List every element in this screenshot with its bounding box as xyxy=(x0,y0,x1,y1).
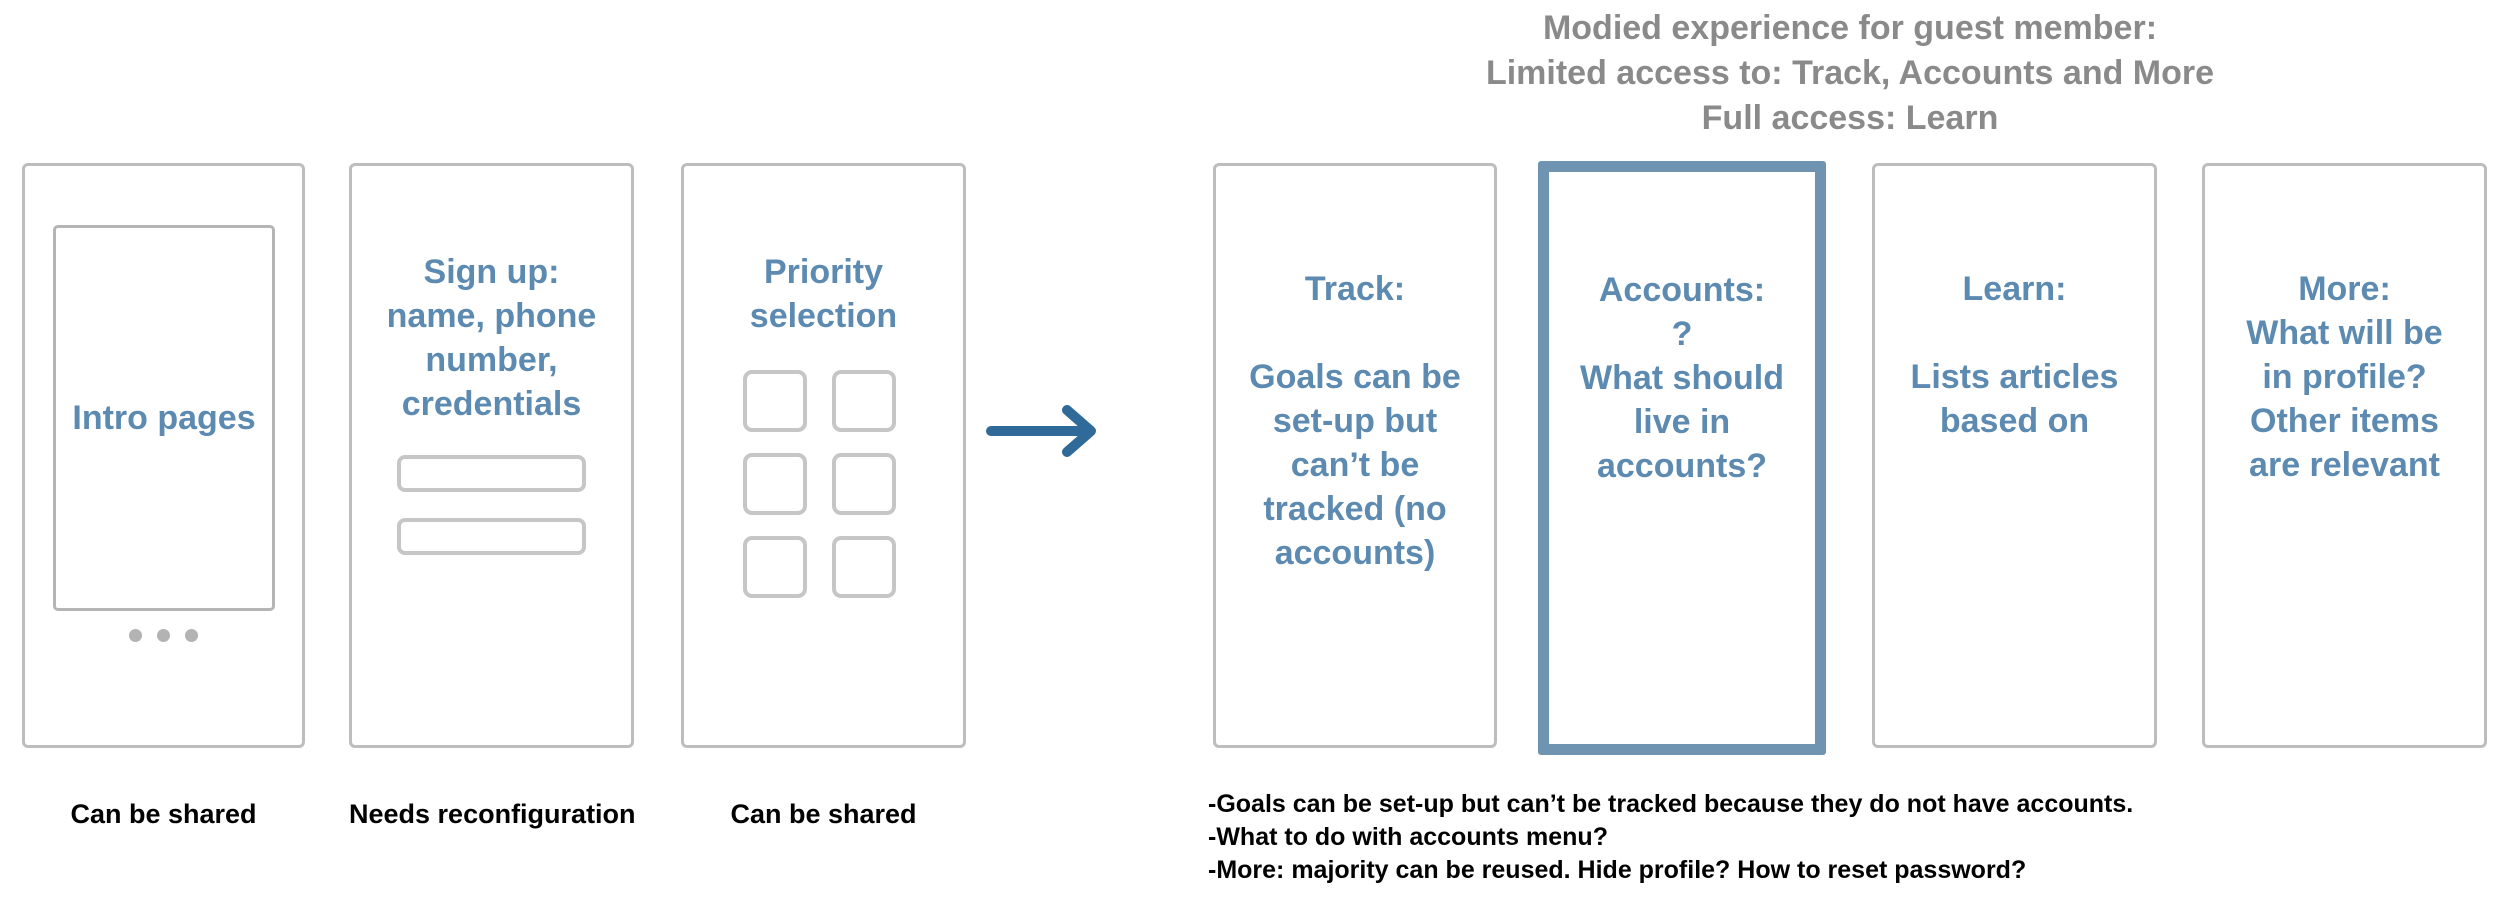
signup-title-line: name, phone xyxy=(386,297,597,335)
priority-grid xyxy=(743,370,896,598)
carousel-dot-icon xyxy=(129,629,142,642)
track-screen-text: Track: Goals can be set-up but can’t be … xyxy=(1216,267,1494,575)
accounts-text-line: ? xyxy=(1671,315,1693,353)
track-text-line: Track: xyxy=(1304,270,1406,308)
priority-option-box xyxy=(743,536,807,598)
priority-option-box xyxy=(743,453,807,515)
blank-line xyxy=(1875,311,2154,355)
flow-arrow-icon xyxy=(986,405,1096,457)
more-screen: More: What will be in profile? Other ite… xyxy=(2202,163,2487,748)
more-text-line: Other items xyxy=(2250,402,2439,440)
track-text-line: Goals can be xyxy=(1249,358,1461,396)
intro-screen-label: Intro pages xyxy=(72,399,256,437)
note-line-2: -What to do with accounts menu? xyxy=(1208,823,1608,851)
carousel-dot-icon xyxy=(185,629,198,642)
caption-priority: Can be shared xyxy=(730,799,917,829)
priority-option-box xyxy=(832,536,896,598)
accounts-screen-text: Accounts: ? What should live in accounts… xyxy=(1549,268,1815,488)
track-screen: Track: Goals can be set-up but can’t be … xyxy=(1213,163,1497,748)
intro-screen-frame: Intro pages xyxy=(53,225,275,611)
header-note: Modied experience for guest member: Limi… xyxy=(1250,6,2450,141)
accounts-text-line: What should xyxy=(1580,359,1784,397)
accounts-text-line: live in xyxy=(1633,403,1731,441)
track-text-line: tracked (no xyxy=(1263,490,1447,528)
track-text-line: accounts) xyxy=(1274,534,1436,572)
more-text-line: What will be xyxy=(2246,314,2443,352)
priority-title-line: Priority xyxy=(763,253,884,291)
caption-intro: Can be shared xyxy=(70,799,257,829)
blank-line xyxy=(1216,311,1494,355)
learn-screen: Learn: Lists articles based on xyxy=(1872,163,2157,748)
signup-title-line: credentials xyxy=(401,385,582,423)
priority-option-box xyxy=(832,370,896,432)
caption-signup: Needs reconfiguration xyxy=(349,799,636,829)
notes-block: -Goals can be set-up but can’t be tracke… xyxy=(1208,788,2133,887)
priority-screen-title: Priority selection xyxy=(684,250,963,338)
priority-option-box xyxy=(743,370,807,432)
signup-title-line: Sign up: xyxy=(423,253,560,291)
carousel-dot-icon xyxy=(157,629,170,642)
priority-screen: Priority selection xyxy=(681,163,966,748)
accounts-screen: Accounts: ? What should live in accounts… xyxy=(1538,161,1826,755)
track-text-line: set-up but xyxy=(1272,402,1438,440)
note-line-3: -More: majority can be reused. Hide prof… xyxy=(1208,856,2027,884)
carousel-dots xyxy=(25,629,302,642)
priority-option-box xyxy=(832,453,896,515)
note-line-1: -Goals can be set-up but can’t be tracke… xyxy=(1208,790,2134,818)
more-text-line: are relevant xyxy=(2249,446,2440,484)
learn-text-line: Learn: xyxy=(1962,270,2067,308)
header-line-1: Modied experience for guest member: xyxy=(1542,9,2158,47)
signup-screen: Sign up: name, phone number, credentials xyxy=(349,163,634,748)
learn-text-line: based on xyxy=(1939,402,2090,440)
signup-screen-title: Sign up: name, phone number, credentials xyxy=(352,250,631,426)
learn-screen-text: Learn: Lists articles based on xyxy=(1875,267,2154,443)
signup-title-line: number, xyxy=(425,341,558,379)
more-screen-text: More: What will be in profile? Other ite… xyxy=(2205,267,2484,487)
priority-title-line: selection xyxy=(749,297,898,335)
signup-input-field-2 xyxy=(397,518,586,555)
learn-text-line: Lists articles xyxy=(1910,358,2119,396)
accounts-text-line: Accounts: xyxy=(1598,271,1766,309)
track-text-line: can’t be xyxy=(1290,446,1420,484)
accounts-text-line: accounts? xyxy=(1596,447,1768,485)
header-line-2: Limited access to: Track, Accounts and M… xyxy=(1485,54,2215,92)
more-text-line: More: xyxy=(2298,270,2391,308)
signup-input-field-1 xyxy=(397,455,586,492)
more-text-line: in profile? xyxy=(2262,358,2427,396)
header-line-3: Full access: Learn xyxy=(1701,99,1999,137)
intro-screen: Intro pages xyxy=(22,163,305,748)
